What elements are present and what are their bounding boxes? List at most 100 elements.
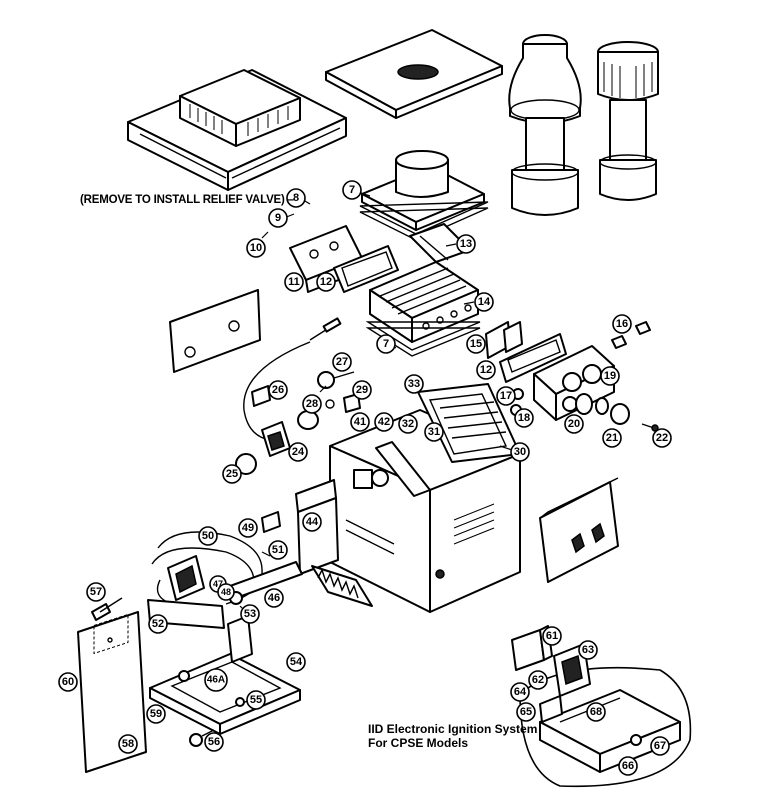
callout-30: 30 [510, 442, 530, 462]
callout-13: 13 [456, 234, 476, 254]
callout-16: 16 [612, 314, 632, 334]
side-panel-left [169, 289, 261, 373]
callout-48: 48 [217, 583, 235, 601]
callout-25: 25 [222, 464, 242, 484]
gas-valve [167, 555, 205, 601]
svg-text:41: 41 [354, 416, 366, 428]
svg-text:51: 51 [272, 544, 284, 556]
svg-text:52: 52 [152, 618, 164, 630]
svg-text:67: 67 [654, 740, 666, 752]
callout-7-top: 7 [342, 180, 362, 200]
callout-46: 46 [264, 588, 284, 608]
callout-26: 26 [268, 380, 288, 400]
heat-exchanger [365, 261, 481, 357]
callout-46a: 46A [204, 668, 228, 692]
svg-text:46A: 46A [207, 675, 225, 686]
callout-61: 61 [542, 626, 562, 646]
gasket-left [333, 245, 399, 293]
part-26 [251, 385, 271, 407]
svg-text:54: 54 [290, 656, 303, 668]
callout-68: 68 [586, 702, 606, 722]
callout-10: 10 [246, 238, 266, 258]
callout-50: 50 [198, 526, 218, 546]
svg-text:42: 42 [378, 416, 390, 428]
svg-text:19: 19 [604, 370, 616, 382]
svg-text:24: 24 [292, 446, 305, 458]
callout-18: 18 [514, 408, 534, 428]
svg-text:7: 7 [383, 338, 389, 350]
svg-text:44: 44 [306, 516, 319, 528]
svg-text:65: 65 [520, 706, 532, 718]
access-panel-right [539, 477, 619, 583]
svg-text:22: 22 [656, 432, 668, 444]
header-right [533, 345, 615, 421]
callout-19: 19 [600, 366, 620, 386]
callout-52: 52 [148, 614, 168, 634]
svg-text:9: 9 [275, 212, 281, 224]
svg-text:20: 20 [568, 418, 580, 430]
callout-14: 14 [474, 292, 494, 312]
svg-text:17: 17 [500, 390, 512, 402]
top-cover [127, 69, 347, 191]
callout-29: 29 [352, 380, 372, 400]
callout-64: 64 [510, 682, 530, 702]
callout-28: 28 [302, 394, 322, 414]
callout-62: 62 [528, 670, 548, 690]
callout-65: 65 [516, 702, 536, 722]
callout-12-right: 12 [476, 360, 496, 380]
svg-text:13: 13 [460, 238, 472, 250]
svg-text:12: 12 [320, 276, 332, 288]
vent-stack-right [597, 41, 659, 201]
svg-text:32: 32 [402, 418, 414, 430]
svg-text:47: 47 [213, 579, 223, 589]
bolt-57 [91, 597, 123, 621]
callout-53: 53 [240, 604, 260, 624]
callout-17: 17 [496, 386, 516, 406]
callout-60: 60 [58, 672, 78, 692]
svg-text:21: 21 [606, 432, 618, 444]
iid-inset [511, 625, 692, 788]
callout-9: 9 [268, 208, 288, 228]
callout-31: 31 [424, 422, 444, 442]
front-panel-58 [77, 611, 147, 773]
callout-63: 63 [578, 640, 598, 660]
screw-56 [189, 729, 215, 747]
svg-text:66: 66 [622, 760, 634, 772]
base-frame [149, 615, 301, 735]
relief-valve-note: (REMOVE TO INSTALL RELIEF VALVE) – [80, 194, 294, 206]
part-29 [343, 393, 361, 413]
callout-33: 33 [404, 374, 424, 394]
top-plate [325, 29, 503, 119]
callout-20: 20 [564, 414, 584, 434]
callout-67: 67 [650, 736, 670, 756]
callout-27: 27 [332, 352, 352, 372]
control-24 [261, 421, 291, 457]
svg-text:11: 11 [288, 276, 300, 288]
svg-text:18: 18 [518, 412, 530, 424]
svg-text:10: 10 [250, 242, 262, 254]
svg-text:56: 56 [208, 736, 220, 748]
main-cabinet [329, 383, 521, 613]
svg-text:12: 12 [480, 364, 492, 376]
iid-caption-line1: IID Electronic Ignition System [368, 722, 538, 736]
svg-text:53: 53 [244, 608, 256, 620]
vent-stack-left [508, 34, 582, 216]
callout-49: 49 [238, 518, 258, 538]
valve-parts-20-22 [575, 393, 659, 432]
svg-text:46: 46 [268, 592, 280, 604]
svg-text:25: 25 [226, 468, 238, 480]
iid-caption: IID Electronic Ignition System For CPSE … [368, 722, 537, 750]
callout-41: 41 [350, 412, 370, 432]
svg-text:30: 30 [514, 446, 526, 458]
flue-collector [359, 150, 489, 241]
svg-text:60: 60 [62, 676, 74, 688]
callout-7-bottom: 7 [376, 334, 396, 354]
part-27 [317, 371, 355, 389]
iid-caption-line2: For CPSE Models [368, 736, 469, 750]
svg-text:33: 33 [408, 378, 420, 390]
callout-57: 57 [86, 582, 106, 602]
callout-32: 32 [398, 414, 418, 434]
callout-21: 21 [602, 428, 622, 448]
callout-66: 66 [618, 756, 638, 776]
